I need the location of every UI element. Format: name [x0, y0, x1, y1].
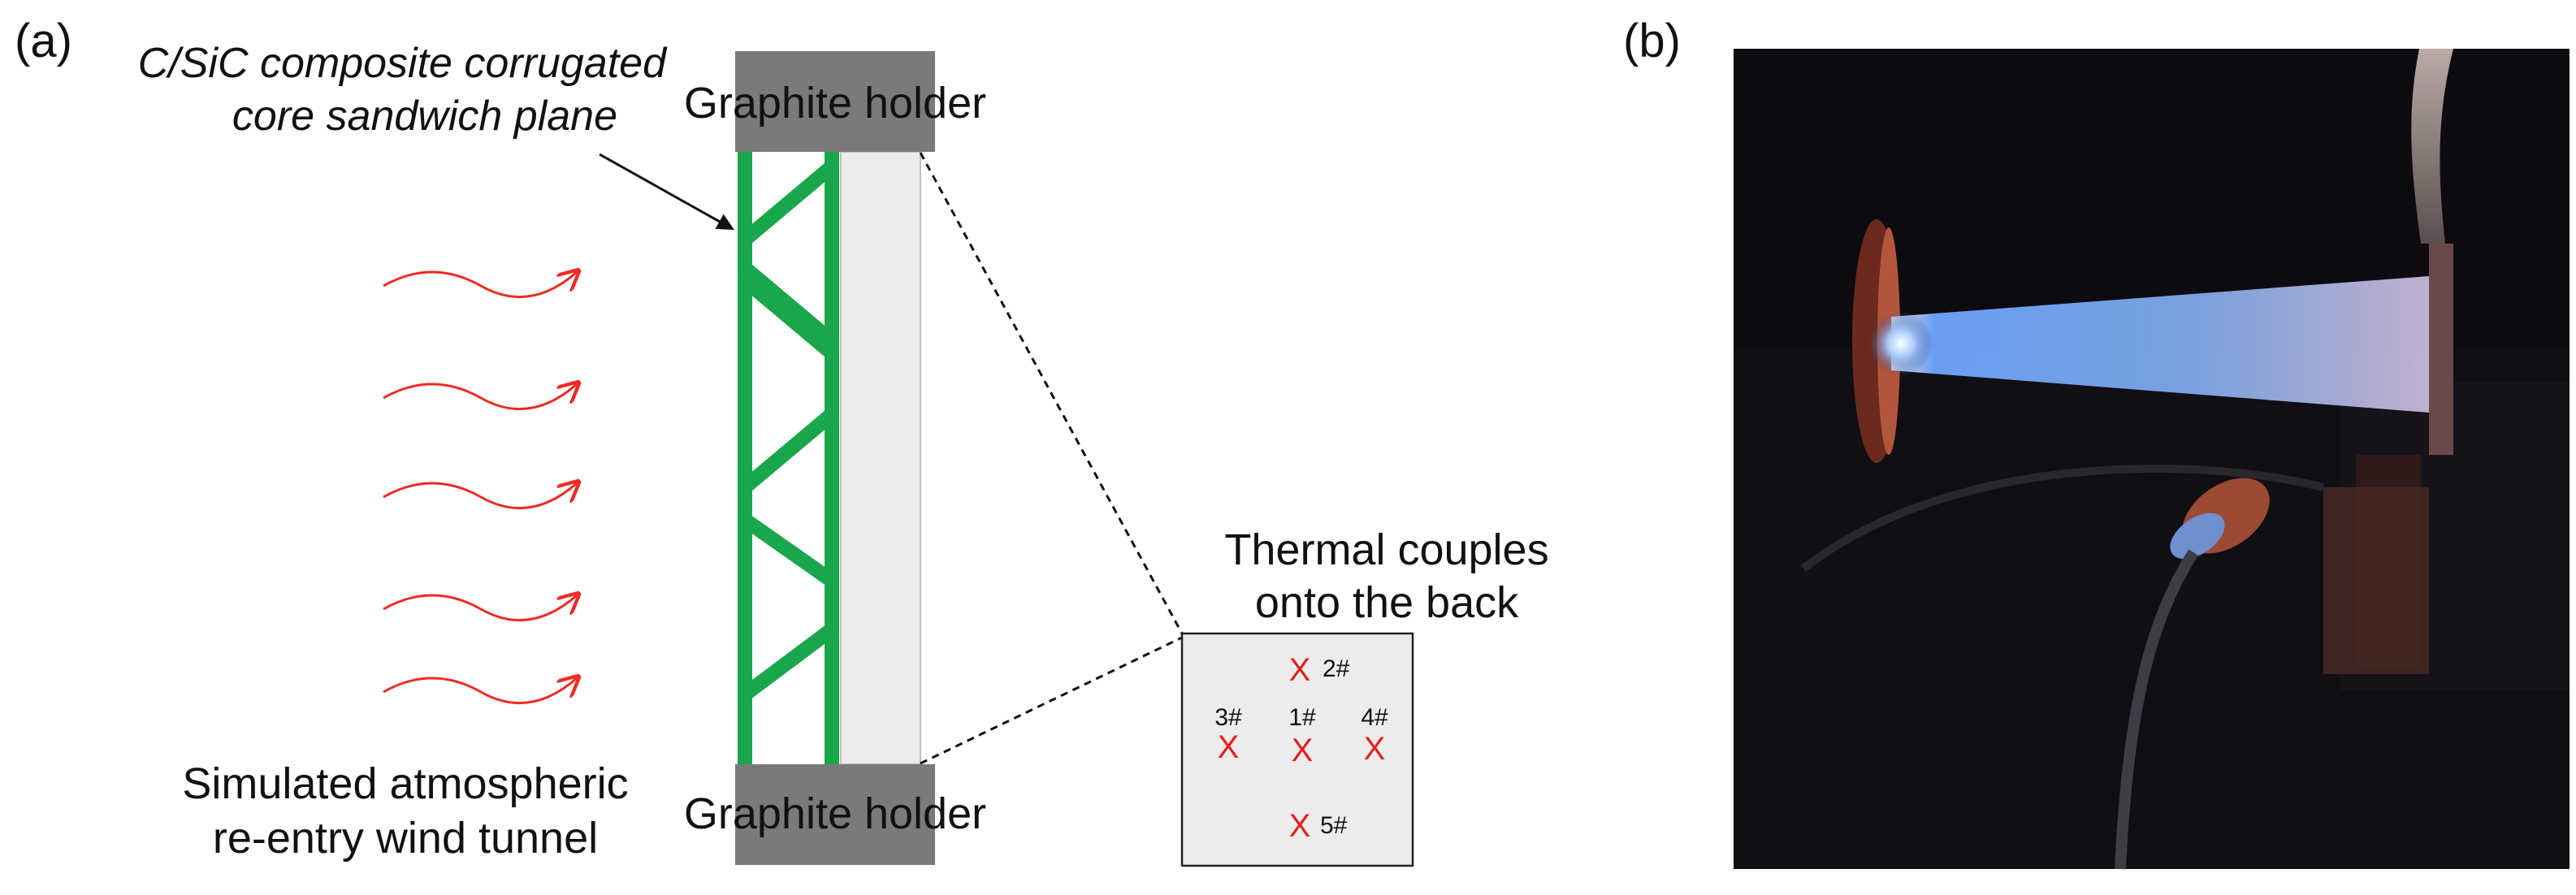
zoom-line-bottom — [920, 636, 1183, 765]
thermocouple-4-mark: X — [1364, 731, 1386, 767]
specimen-pointer-arrow — [599, 153, 734, 231]
thermocouple-title-line2: onto the back — [1255, 578, 1519, 627]
thermocouple-5-id: 5# — [1320, 812, 1348, 839]
graphite-holder-top-label: Graphite holder — [684, 79, 986, 128]
tunnel-label-line2: re-entry wind tunnel — [213, 814, 598, 863]
graphite-holder-top — [735, 51, 935, 152]
back-plate — [840, 151, 921, 765]
thermocouple-2-id: 2# — [1323, 655, 1350, 682]
flow-arrows — [383, 272, 577, 705]
panel-a: (a) C/SiC composite corrugated core sand… — [15, 15, 1549, 867]
specimen-label-line2: core sandwich plane — [232, 93, 617, 140]
thermocouple-3: 3# X — [1214, 704, 1242, 765]
thermocouple-1-id: 1# — [1288, 704, 1316, 731]
flow-arrow-1 — [383, 272, 577, 299]
thermocouple-4-id: 4# — [1361, 704, 1388, 731]
wind-tunnel-photo — [1734, 49, 2570, 870]
thermocouple-1: 1# X — [1288, 704, 1316, 768]
panel-a-label: (a) — [15, 15, 72, 67]
thermocouple-detail-box — [1180, 632, 1414, 867]
thermocouple-4: 4# X — [1361, 704, 1388, 767]
flow-arrow-4 — [383, 595, 577, 622]
corrugated-core — [738, 152, 839, 764]
thermocouple-2-mark: X — [1289, 652, 1311, 688]
panel-b-label: (b) — [1623, 15, 1681, 67]
thermocouple-title-line1: Thermal couples — [1224, 525, 1548, 574]
flow-arrow-5 — [383, 678, 577, 705]
thermocouple-5-mark: X — [1289, 808, 1311, 844]
panel-b: (b) — [1623, 15, 2570, 870]
graphite-holder-bottom-label: Graphite holder — [684, 789, 986, 838]
thermocouple-1-mark: X — [1292, 733, 1314, 768]
flow-arrow-2 — [383, 384, 577, 411]
flow-arrow-3 — [383, 483, 577, 510]
tunnel-label-line1: Simulated atmospheric — [182, 759, 628, 808]
thermocouple-2: X 2# — [1289, 652, 1350, 688]
zoom-line-top — [919, 152, 1184, 634]
thermocouple-3-mark: X — [1218, 729, 1240, 765]
graphite-holder-bottom — [735, 764, 935, 865]
thermocouple-3-id: 3# — [1214, 704, 1242, 731]
specimen-label-line1: C/SiC composite corrugated — [138, 40, 668, 87]
thermocouple-5: X 5# — [1289, 808, 1348, 844]
